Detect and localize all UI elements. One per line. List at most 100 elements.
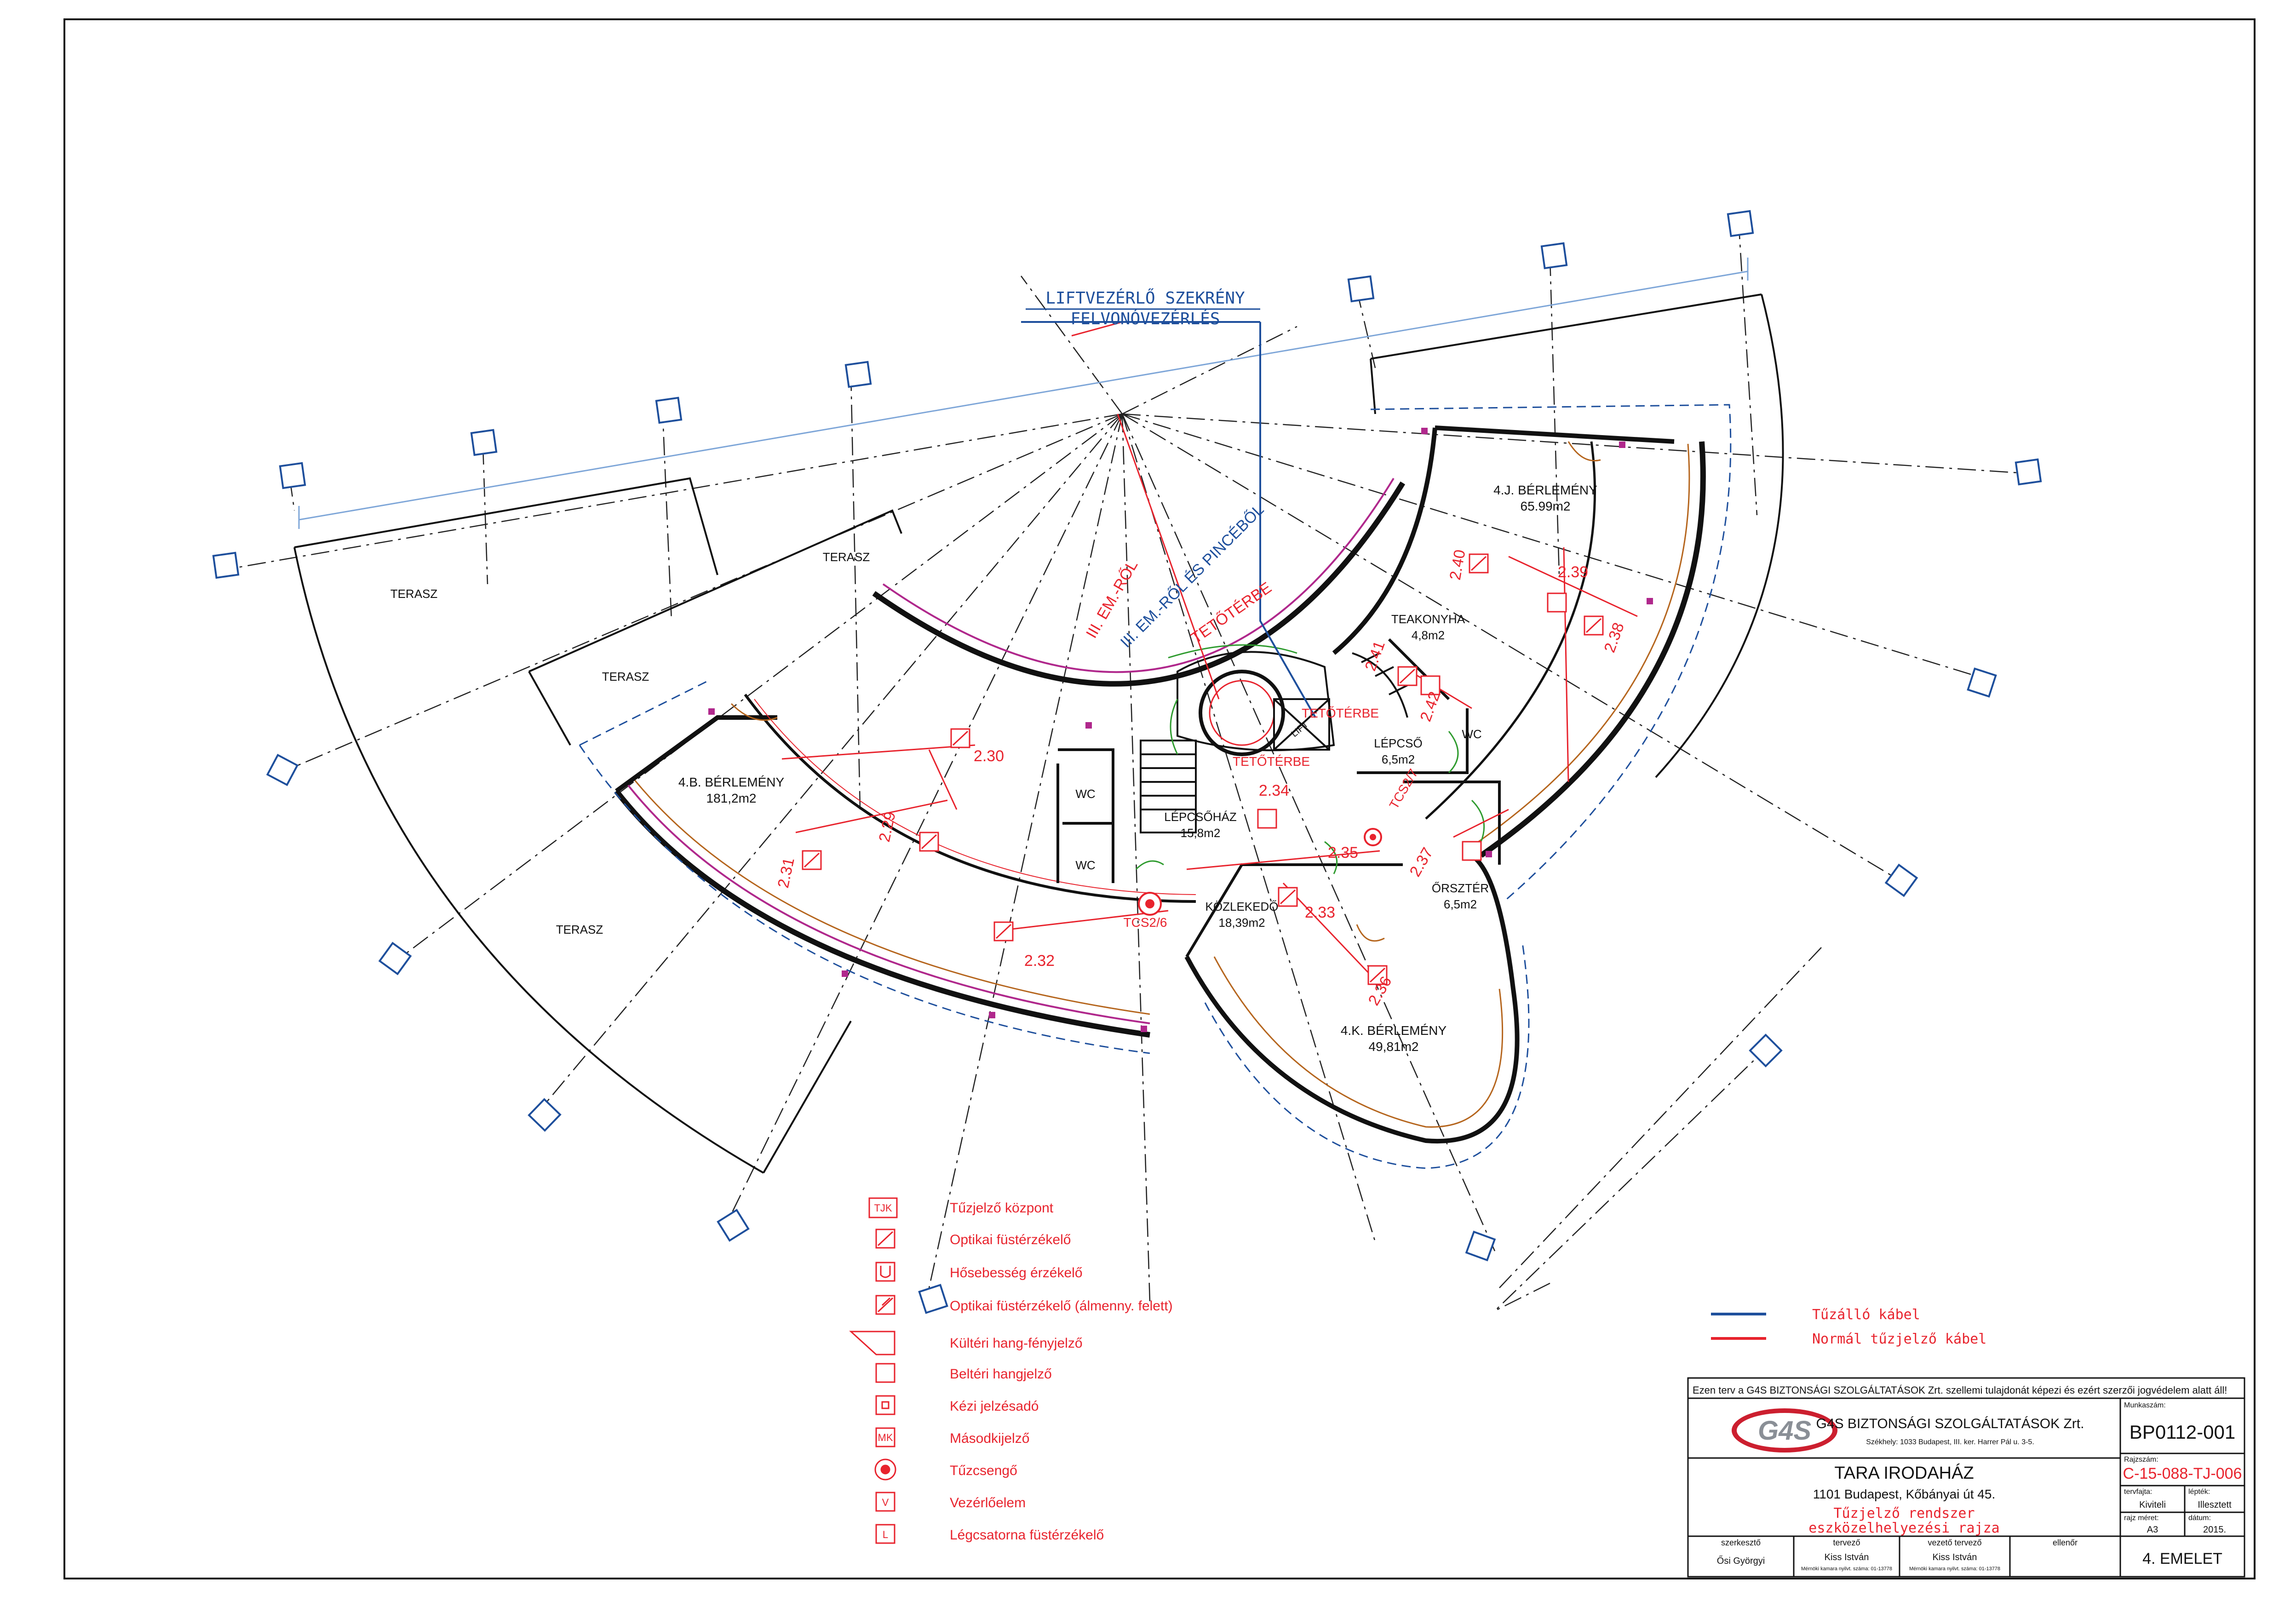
work-number: BP0112-001: [2130, 1421, 2235, 1443]
drawing-number-label: Rajzszám:: [2124, 1456, 2158, 1464]
fire-detectors: [802, 553, 1604, 985]
role-editor: szerkesztő: [1721, 1538, 1761, 1547]
role-designer-name: Kiss István: [1825, 1552, 1869, 1562]
legend-label-indoor-sounder: Beltéri hangjelző: [950, 1366, 1052, 1382]
lift-cabinet-label: LIFTVEZÉRLŐ SZEKRÉNY: [1045, 288, 1245, 308]
symbol-legend: TJK MK V L Tűzjelző központ Optikai füst…: [849, 1197, 1173, 1544]
room-teakonyha-name: TEAKONYHA: [1391, 612, 1465, 626]
door-swings-brown: [730, 441, 1601, 942]
role-designer: tervező: [1833, 1538, 1860, 1547]
grid-axis-markers: [212, 210, 2042, 1314]
room-orszter-name: ŐRSZTÉR: [1432, 881, 1489, 895]
svg-text:V: V: [882, 1497, 889, 1508]
legend-symbol-marks: [877, 1231, 894, 1475]
legend-labels: Tűzjelző központ Optikai füstérzékelő Hő…: [950, 1200, 1173, 1543]
room-orszter-area: 6,5m2: [1444, 897, 1477, 911]
route-annotations: III. EM.-RŐL TETŐTÉRBE III. EM.-RŐL ÉS P…: [1083, 501, 1379, 769]
role-designer-note: Mérnöki kamara nyilvt. száma: 01-13778: [1801, 1566, 1892, 1572]
scale: Illesztett: [2198, 1500, 2232, 1510]
room-kozlekedo-name: KÖZLEKEDŐ: [1205, 900, 1279, 913]
room-4j-area: 65.99m2: [1521, 499, 1571, 513]
door-swings: [1135, 644, 1485, 874]
drawing-title-1: Tűzjelző rendszer: [1833, 1505, 1975, 1521]
det-2-39: 2.39: [1558, 563, 1588, 581]
room-4k-area: 49,81m2: [1369, 1039, 1419, 1054]
det-2-37: 2.37: [1406, 844, 1436, 879]
role-lead-designer-note: Mérnöki kamara nyilvt. száma: 01-13778: [1909, 1566, 2000, 1572]
det-2-33: 2.33: [1305, 904, 1335, 921]
cable-legend-normal: Normál tűzjelző kábel: [1812, 1331, 1986, 1347]
det-2-30: 2.30: [974, 747, 1004, 765]
room-lepcsohaz-name: LÉPCSŐHÁZ: [1164, 810, 1237, 824]
g4s-logo-text: G4S: [1758, 1416, 1811, 1446]
date-label: dátum:: [2188, 1514, 2211, 1522]
room-4j-name: 4.J. BÉRLEMÉNY: [1493, 483, 1597, 497]
scale-label: lépték:: [2188, 1488, 2210, 1496]
role-checker: ellenőr: [2053, 1538, 2078, 1547]
room-lepcsohaz-area: 15,8m2: [1181, 826, 1221, 840]
legend-label-outdoor-sounder: Kültéri hang-fényjelző: [950, 1336, 1083, 1351]
room-lepcso-name: LÉPCSŐ: [1374, 736, 1423, 750]
size-label: rajz méret:: [2124, 1514, 2159, 1522]
detector-numbers: 2.30 2.29 2.31 2.32 2.33 2.34 2.35 2.36 …: [775, 548, 1628, 1008]
room-terrace-1: TERASZ: [390, 587, 438, 601]
project-name: TARA IRODAHÁZ: [1834, 1463, 1974, 1483]
lift-control-label: FELVONÓVEZÉRLÉS: [1070, 309, 1220, 328]
drawing-title-2: eszközelhelyezési rajza: [1808, 1520, 1999, 1536]
fire-resistant-cable: [1021, 321, 1316, 718]
legend-label-duct: Légcsatorna füstérzékelő: [950, 1527, 1104, 1543]
det-2-41: 2.41: [1361, 639, 1388, 673]
legend-label-optical-ceiling: Optikai füstérzékelő (álmenny. felett): [950, 1298, 1173, 1314]
fire-bells: [1138, 828, 1382, 916]
columns: [708, 428, 1653, 1032]
title-block-text: Ezen terv a G4S BIZTONSÁGI SZOLGÁLTATÁSO…: [1693, 1384, 2242, 1572]
legend-label-bell: Tűzcsengő: [950, 1463, 1017, 1478]
det-2-38: 2.38: [1601, 620, 1627, 655]
detector-marks: [804, 556, 1602, 983]
det-2-35: 2.35: [1328, 844, 1358, 861]
legend-label-tjk: Tűzjelző központ: [950, 1200, 1054, 1216]
plan-type: Kiviteli: [2139, 1500, 2166, 1510]
terrace-outlines: [293, 293, 1784, 1174]
stair-core: [1140, 651, 1408, 833]
det-tcs2-6: TCS2/6: [1124, 915, 1167, 930]
cable-legend-fire-resistant: Tűzálló kábel: [1812, 1307, 1920, 1323]
room-terrace-2: TERASZ: [823, 550, 870, 564]
room-4b-name: 4.B. BÉRLEMÉNY: [678, 775, 785, 789]
cable-legend: Tűzálló kábel Normál tűzjelző kábel: [1711, 1307, 1986, 1347]
room-lepcso-area: 6,5m2: [1382, 752, 1415, 766]
room-terrace-3: TERASZ: [602, 670, 649, 683]
svg-text:TJK: TJK: [874, 1202, 892, 1214]
room-wc-3: WC: [1462, 727, 1481, 741]
drawing-number: C-15-088-TJ-006: [2123, 1465, 2242, 1482]
det-2-40: 2.40: [1446, 548, 1469, 581]
title-block: [1687, 1377, 2245, 1578]
legend-label-optical: Optikai füstérzékelő: [950, 1232, 1071, 1247]
tetoterbe-label-a: TETŐTÉRBE: [1233, 754, 1310, 769]
grid-lines: [220, 220, 2033, 1312]
room-labels: TERASZ TERASZ TERASZ TERASZ 4.B. BÉRLEMÉ…: [390, 483, 1597, 1054]
role-lead-designer: vezető tervező: [1928, 1538, 1981, 1547]
lift-annotation: LIFTVEZÉRLŐ SZEKRÉNY FELVONÓVEZÉRLÉS: [1026, 288, 1260, 328]
date: 2015.: [2203, 1525, 2226, 1535]
legend-label-mk: Másodkijelző: [950, 1431, 1029, 1446]
sheet-frame: [63, 18, 2256, 1579]
plan-type-label: tervfajta:: [2124, 1488, 2152, 1496]
dimension-lines: [298, 258, 1749, 529]
det-2-31: 2.31: [775, 856, 798, 890]
g4s-logo: G4S: [1732, 1408, 1837, 1453]
room-4k-name: 4.K. BÉRLEMÉNY: [1341, 1023, 1447, 1038]
legend-symbols: [849, 1197, 898, 1544]
legend-label-heat: Hősebesség érzékelő: [950, 1265, 1083, 1280]
room-teakonyha-area: 4,8m2: [1412, 628, 1445, 642]
floor-label: 4. EMELET: [2142, 1550, 2222, 1567]
room-lift: LIFT: [1289, 719, 1310, 739]
role-editor-name: Ősi Györgyi: [1717, 1556, 1765, 1566]
legend-label-control: Vezérlőelem: [950, 1495, 1026, 1510]
building-walls: [579, 404, 1732, 1169]
tetoterbe-label-b: TETŐTÉRBE: [1302, 706, 1379, 720]
normal-fire-cable: [781, 321, 1638, 976]
room-wc-2: WC: [1075, 858, 1095, 872]
room-wc-1: WC: [1075, 787, 1095, 801]
